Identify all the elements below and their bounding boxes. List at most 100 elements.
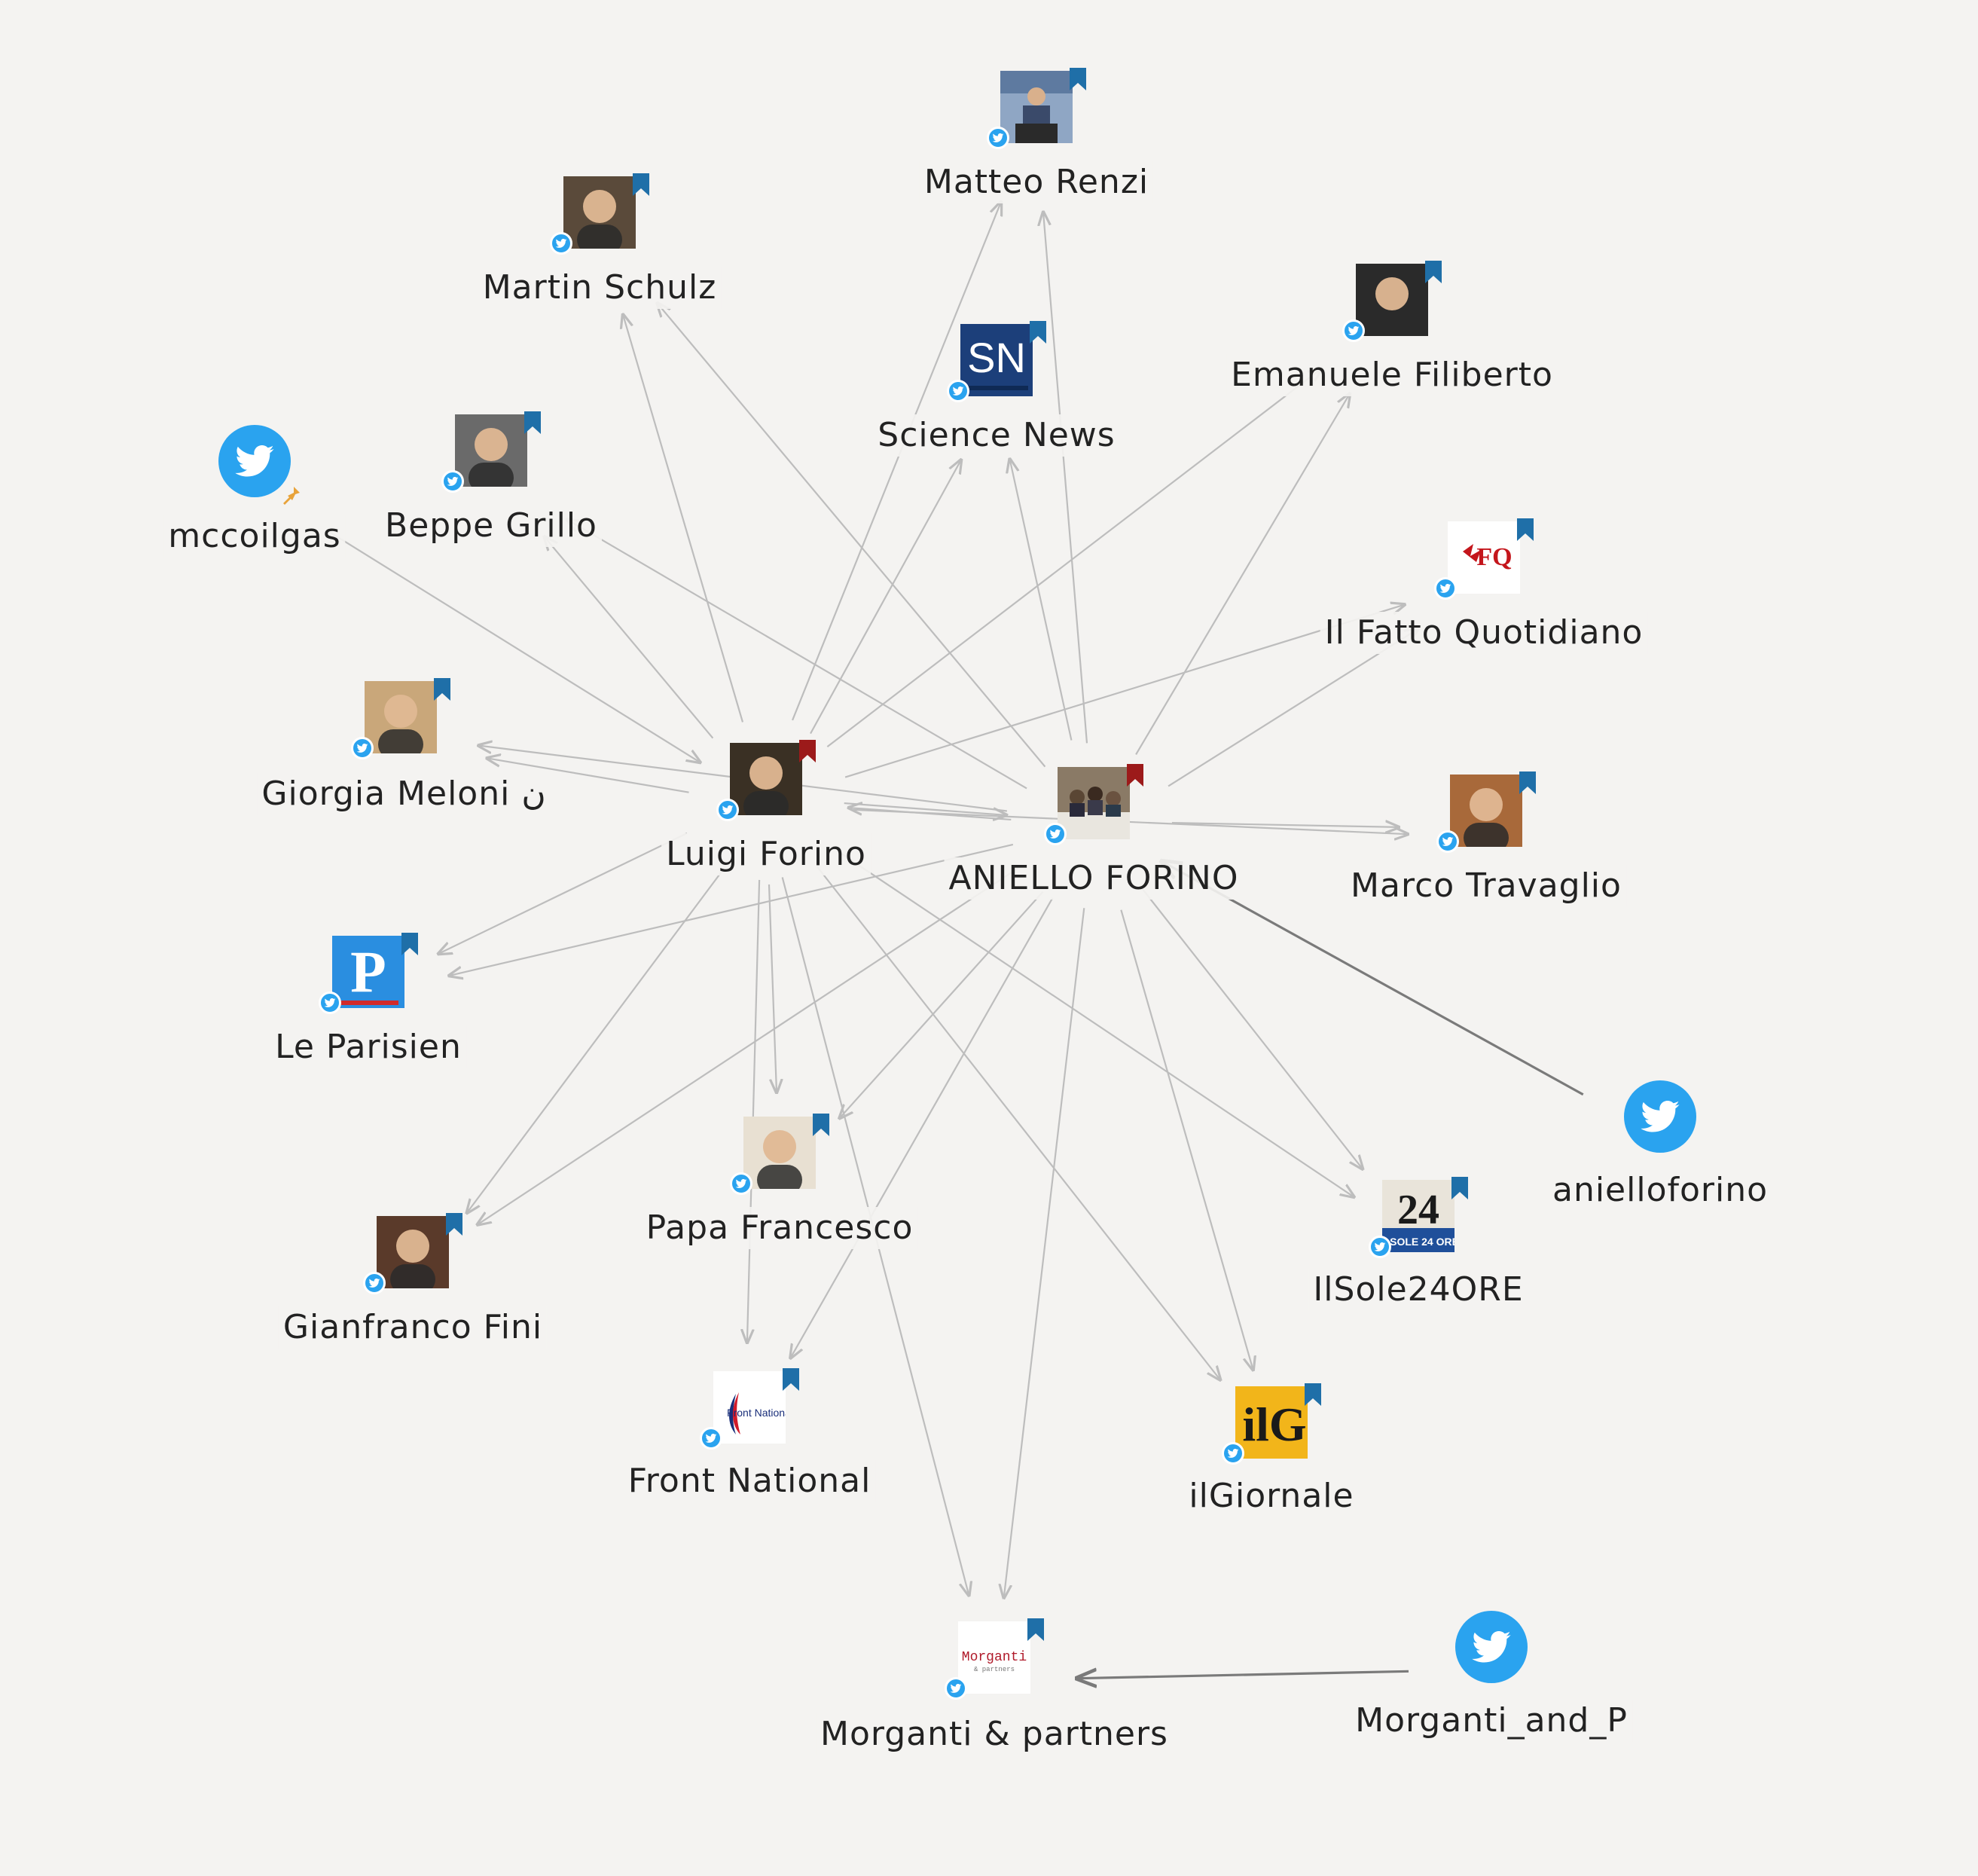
edge-aniello-forino-to-papa-francesco <box>840 891 1044 1118</box>
svg-text:P: P <box>350 939 386 1004</box>
avatar[interactable] <box>743 1117 816 1189</box>
node-label: Il Fatto Quotidiano <box>1320 612 1648 654</box>
avatar[interactable]: Morganti& partners <box>958 1621 1030 1694</box>
twitter-badge-icon <box>363 1272 386 1294</box>
edge-aniello-forino-to-marco-travaglio <box>1171 823 1399 827</box>
bookmark-icon[interactable] <box>1425 261 1442 283</box>
node-label: Front National <box>623 1460 876 1502</box>
edge-aniello-forino-to-beppe-grillo <box>567 520 1027 790</box>
svg-text:& partners: & partners <box>974 1666 1015 1673</box>
bookmark-icon[interactable] <box>434 678 450 701</box>
bookmark-icon[interactable] <box>1127 764 1143 787</box>
bookmark-icon[interactable] <box>1517 518 1534 541</box>
twitter-bird-icon[interactable] <box>218 425 291 497</box>
avatar[interactable]: SN <box>960 324 1033 396</box>
node-label: Gianfranco Fini <box>278 1306 548 1349</box>
svg-text:FQ: FQ <box>1476 543 1512 571</box>
twitter-badge-icon <box>441 470 464 493</box>
avatar[interactable] <box>730 743 802 815</box>
edge-aniello-forino-to-gianfranco-fini <box>478 866 1021 1225</box>
pin-icon <box>280 484 303 506</box>
twitter-bird-icon[interactable] <box>1624 1080 1696 1153</box>
bookmark-icon[interactable] <box>813 1114 829 1136</box>
edge-aniello-forino-to-luigi-forino <box>849 808 1012 821</box>
node-label: Morganti_and_P <box>1351 1700 1632 1742</box>
node-label: Le Parisien <box>270 1026 466 1068</box>
svg-text:IL SOLE 24 ORE: IL SOLE 24 ORE <box>1382 1236 1455 1248</box>
avatar[interactable] <box>1356 264 1428 336</box>
bookmark-icon[interactable] <box>1070 68 1086 90</box>
twitter-bird-icon[interactable] <box>1455 1611 1528 1683</box>
avatar[interactable] <box>1450 775 1522 847</box>
edge-aniello-forino-to-ilgiornale <box>1120 909 1253 1370</box>
node-label: Martin Schulz <box>478 267 722 309</box>
bookmark-icon[interactable] <box>1451 1177 1468 1199</box>
bookmark-icon[interactable] <box>799 740 816 762</box>
node-label: Emanuele Filiberto <box>1226 354 1558 396</box>
edge-aniello-forino-to-science-news <box>1010 459 1073 741</box>
node-label: Papa Francesco <box>641 1207 918 1249</box>
edge-luigi-forino-to-marco-travaglio <box>853 808 1408 834</box>
node-label: Science News <box>873 414 1120 457</box>
edge-luigi-forino-to-papa-francesco <box>768 884 777 1092</box>
twitter-badge-icon <box>1434 577 1457 600</box>
twitter-badge-icon <box>700 1427 722 1450</box>
avatar[interactable]: Front National <box>713 1371 786 1444</box>
bookmark-icon[interactable] <box>783 1368 799 1391</box>
bookmark-icon[interactable] <box>1027 1618 1044 1641</box>
avatar[interactable]: ilG <box>1235 1386 1308 1459</box>
svg-text:Front National: Front National <box>727 1407 786 1419</box>
edge-luigi-forino-to-le-parisien <box>438 833 688 954</box>
edge-aniello-forino-to-ilsole24ore <box>1140 885 1363 1169</box>
svg-text:Morganti: Morganti <box>962 1650 1027 1665</box>
avatar[interactable]: FQ <box>1448 521 1520 594</box>
bookmark-icon[interactable] <box>446 1213 462 1236</box>
node-label: Giorgia Meloni ن <box>257 773 551 815</box>
avatar[interactable] <box>377 1216 449 1288</box>
twitter-badge-icon <box>351 737 374 759</box>
twitter-badge-icon <box>1044 823 1067 845</box>
avatar[interactable] <box>365 681 437 753</box>
edge-luigi-forino-to-ilgiornale <box>817 866 1220 1380</box>
twitter-badge-icon <box>550 232 572 255</box>
edge-luigi-forino-to-martin-schulz <box>623 315 744 723</box>
bookmark-icon[interactable] <box>1305 1383 1321 1406</box>
twitter-badge-icon <box>1369 1236 1391 1258</box>
edge-aniello-forino-to-emanuele-filiberto <box>1135 394 1350 755</box>
avatar[interactable] <box>455 414 527 487</box>
twitter-badge-icon <box>716 799 739 821</box>
node-label: ANIELLO FORINO <box>944 857 1244 900</box>
edge-aniello-forino-to-le-parisien <box>449 843 1014 976</box>
edge-aniellofor-twitter-to-aniello-forino <box>1161 861 1584 1096</box>
avatar[interactable] <box>563 176 636 249</box>
node-label: anielloforino <box>1547 1169 1773 1211</box>
svg-text:SN: SN <box>967 334 1026 381</box>
node-label: ilGiornale <box>1184 1475 1359 1517</box>
edge-luigi-forino-to-aniello-forino <box>844 802 1007 815</box>
edge-morganti-and-p-to-morganti-partners <box>1077 1671 1409 1678</box>
edge-aniello-forino-to-matteo-renzi <box>1043 212 1088 744</box>
edge-luigi-forino-to-emanuele-filiberto <box>826 368 1321 748</box>
twitter-badge-icon <box>1342 319 1365 342</box>
node-label: IlSole24ORE <box>1308 1269 1528 1311</box>
avatar[interactable]: P <box>332 936 404 1008</box>
svg-text:ilG: ilG <box>1242 1398 1306 1451</box>
bookmark-icon[interactable] <box>633 173 649 196</box>
twitter-badge-icon <box>945 1677 967 1700</box>
edge-luigi-forino-to-front-national <box>747 879 761 1343</box>
edge-aniello-forino-to-il-fatto-quotidiano <box>1168 629 1418 787</box>
avatar[interactable] <box>1058 767 1130 839</box>
edge-luigi-forino-to-ilsole24ore <box>838 851 1354 1197</box>
bookmark-icon[interactable] <box>401 933 418 955</box>
node-label: Morganti & partners <box>816 1713 1173 1755</box>
edge-luigi-forino-to-science-news <box>810 460 961 735</box>
bookmark-icon[interactable] <box>1030 321 1046 344</box>
avatar[interactable]: 24IL SOLE 24 ORE <box>1382 1180 1455 1252</box>
twitter-badge-icon <box>730 1172 752 1195</box>
bookmark-icon[interactable] <box>524 411 541 434</box>
edge-luigi-forino-to-matteo-renzi <box>792 202 1001 721</box>
bookmark-icon[interactable] <box>1519 771 1536 794</box>
avatar[interactable] <box>1000 71 1073 143</box>
